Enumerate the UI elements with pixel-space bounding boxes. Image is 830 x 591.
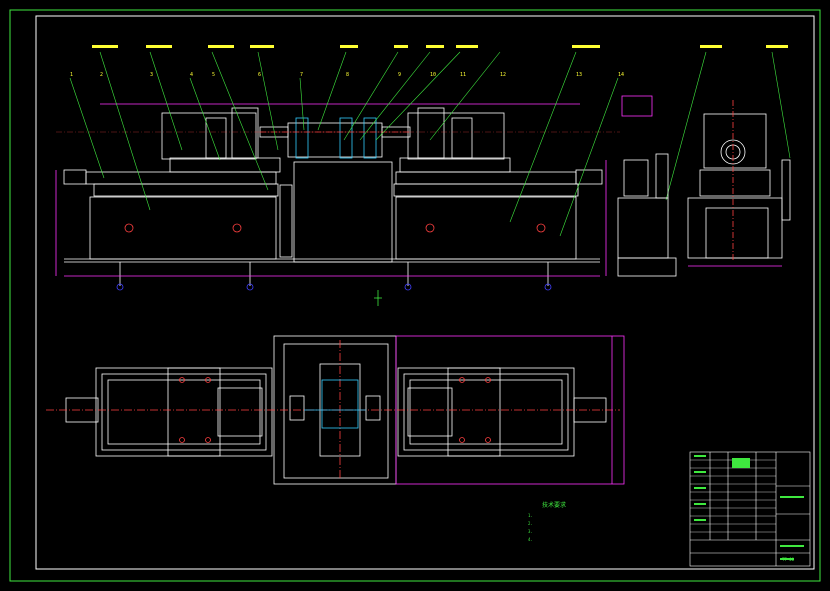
title-block-fill	[694, 455, 804, 560]
part-number-label: 13	[576, 72, 582, 78]
part-number-label: 5	[212, 72, 215, 78]
note-item: 2.	[528, 521, 533, 526]
part-number-label: 1	[70, 72, 73, 78]
plan-view-details	[46, 336, 620, 484]
part-number-label: 10	[430, 72, 436, 78]
front-view-details	[55, 103, 620, 291]
part-number-label: 8	[346, 72, 349, 78]
part-number-label: 4	[190, 72, 193, 78]
part-number-label: 9	[398, 72, 401, 78]
part-number-label: 11	[460, 72, 466, 78]
part-number-label: 14	[618, 72, 624, 78]
part-number-label: 6	[258, 72, 261, 78]
plan-view	[65, 335, 625, 485]
outer-frame	[9, 9, 821, 582]
part-number-label: 12	[500, 72, 506, 78]
part-number-label: 3	[150, 72, 153, 78]
notes-title: 技术要求	[542, 502, 567, 509]
note-item: 3.	[528, 529, 533, 534]
title-block-rows	[690, 459, 776, 533]
part-labels	[92, 45, 788, 48]
part-number-label: 2	[100, 72, 103, 78]
note-item: 4.	[528, 537, 533, 542]
section-arrow-icon	[374, 290, 382, 306]
leader-lines	[69, 51, 791, 237]
front-view	[63, 107, 603, 286]
side-view-left	[617, 95, 677, 277]
inner-frame	[35, 15, 815, 570]
technical-notes: 技术要求 1. 2. 3. 4.	[528, 502, 566, 544]
part-number-label: 7	[300, 72, 303, 78]
title-block	[689, 451, 811, 567]
side-view-right	[687, 100, 791, 267]
drawing-code: TT-00	[782, 557, 795, 562]
note-item: 1.	[528, 513, 533, 518]
